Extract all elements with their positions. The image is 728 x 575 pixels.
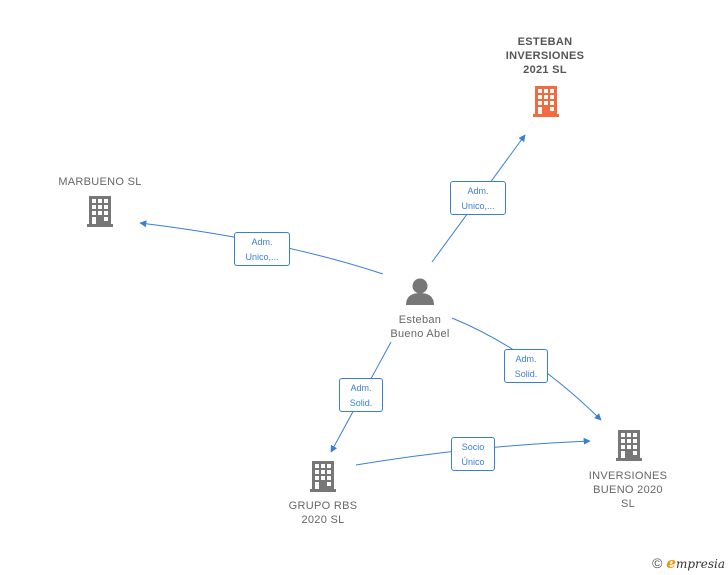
edge-label-to-esteban-inversiones[interactable]: Adm. Unico,... <box>450 181 506 215</box>
node-label-inversiones-bueno[interactable]: INVERSIONES BUENO 2020 SL <box>588 470 668 510</box>
person-icon[interactable] <box>406 278 434 306</box>
building-icon-inversiones-bueno[interactable] <box>616 430 642 461</box>
copyright-icon: © <box>652 555 663 571</box>
brand-name: mpresia <box>675 557 725 571</box>
edge-label-to-inversiones-bueno[interactable]: Adm. Solid. <box>504 349 548 383</box>
building-icon-grupo-rbs[interactable] <box>310 461 336 492</box>
brand-logo: © empresia <box>652 554 725 572</box>
node-label-esteban-inversiones[interactable]: ESTEBAN INVERSIONES 2021 SL <box>505 36 585 76</box>
brand-e: e <box>666 554 676 572</box>
node-label-marbueno[interactable]: MARBUENO SL <box>58 176 142 188</box>
edge-label-to-grupo-rbs[interactable]: Adm. Solid. <box>339 378 383 412</box>
edge-label-to-marbueno[interactable]: Adm. Unico,... <box>234 232 290 266</box>
building-icon-esteban-inversiones[interactable] <box>533 86 559 117</box>
edge-label-grupo-to-inversiones[interactable]: Socio Único <box>451 437 495 471</box>
node-label-person[interactable]: Esteban Bueno Abel <box>390 314 450 340</box>
node-label-grupo-rbs[interactable]: GRUPO RBS 2020 SL <box>288 500 358 526</box>
building-icon-marbueno[interactable] <box>87 196 113 227</box>
